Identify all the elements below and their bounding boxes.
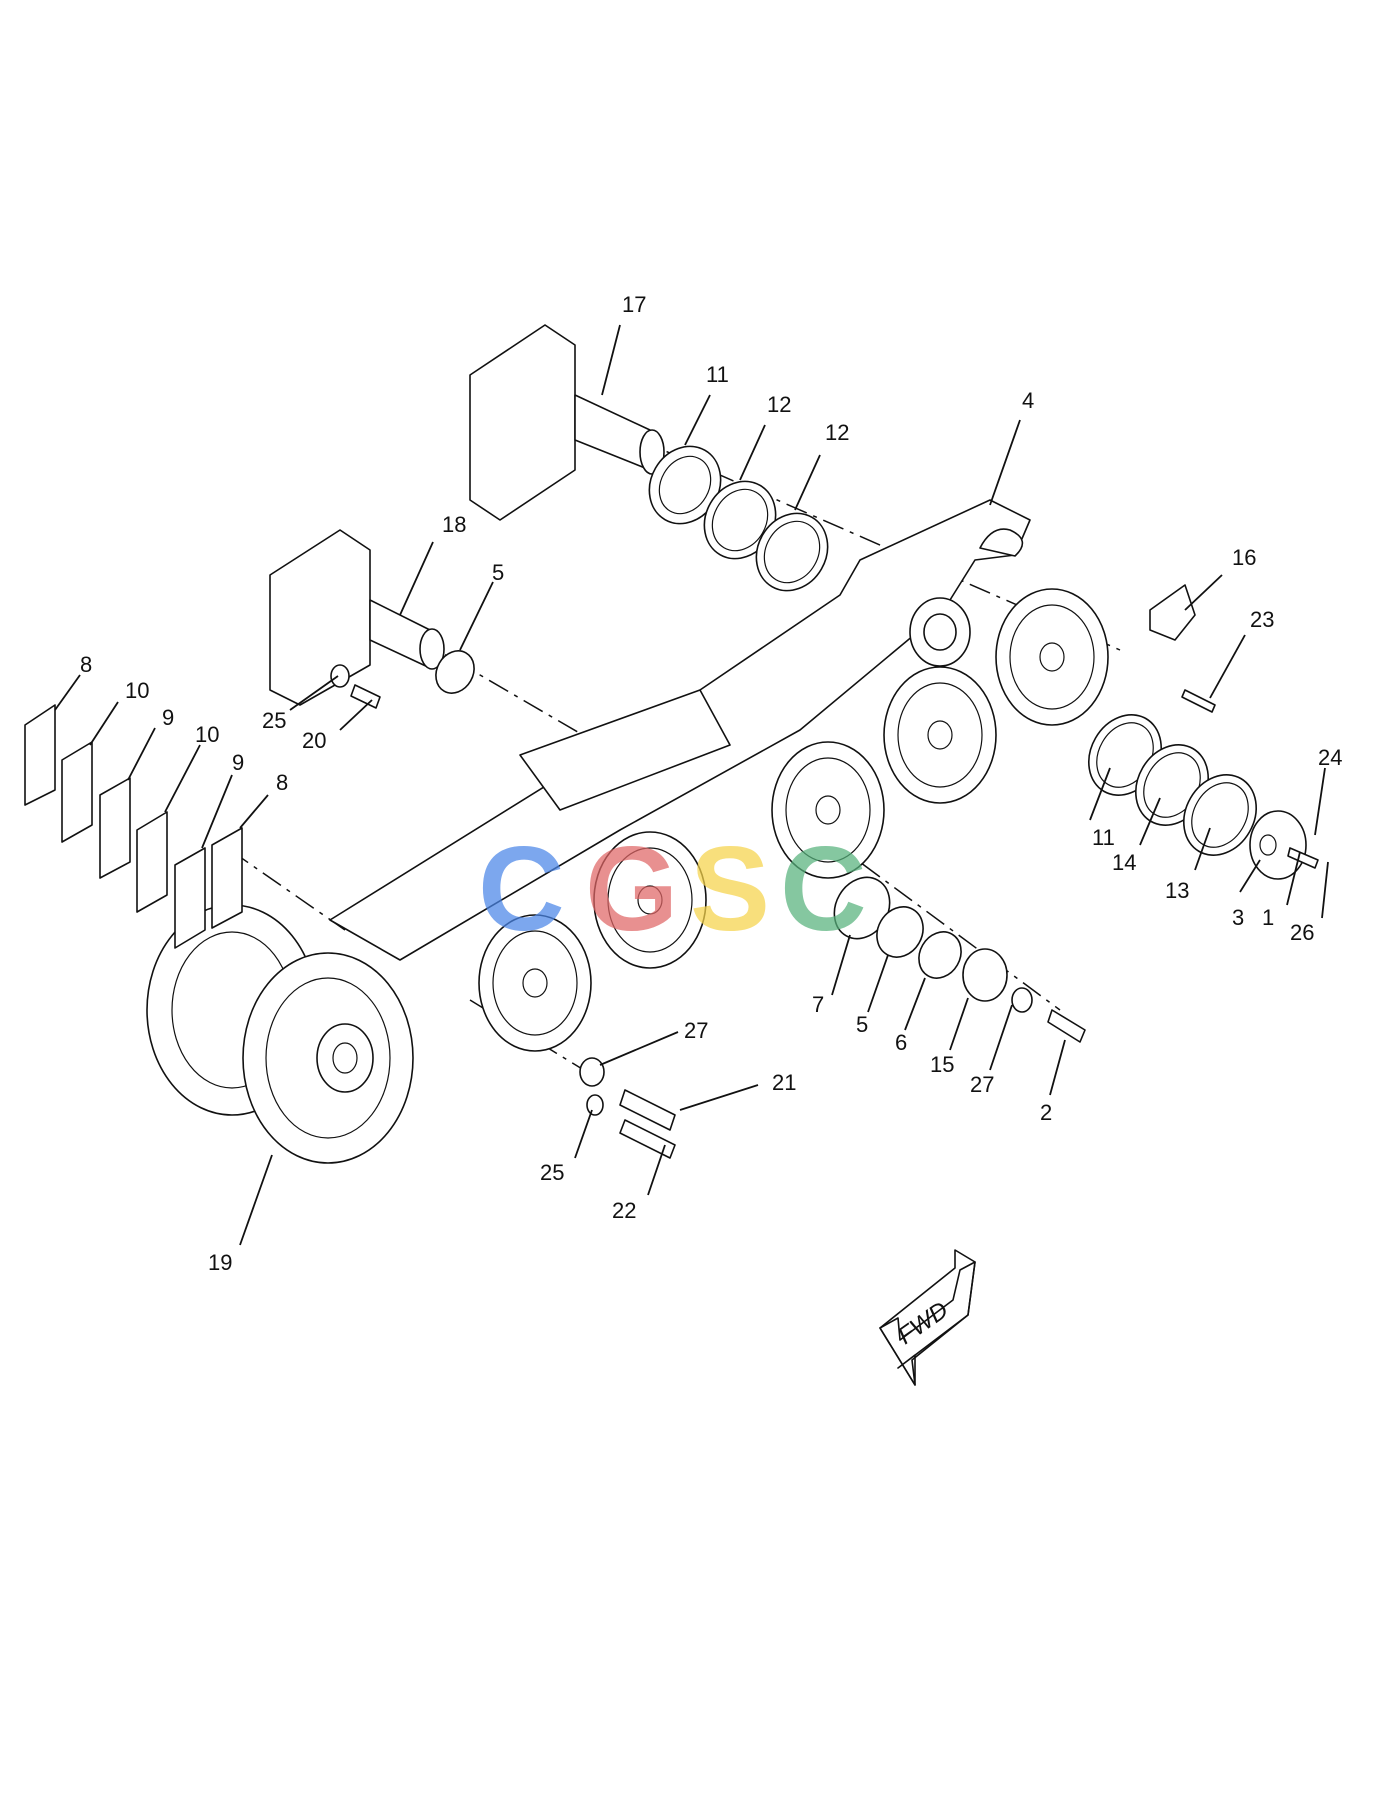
callout-5: 5	[856, 1012, 868, 1037]
callout-11: 11	[706, 362, 729, 387]
roller-wheel	[771, 741, 885, 879]
watermark-letter-c: C	[780, 822, 867, 956]
roller-wheel	[883, 666, 997, 804]
callout-23: 23	[1250, 607, 1274, 632]
pivot-shaft-upper	[469, 324, 665, 521]
callout-22: 22	[612, 1198, 636, 1223]
roller-wheel	[995, 588, 1109, 726]
watermark-letter-g: G	[585, 822, 678, 956]
callout-1: 1	[1262, 905, 1274, 930]
callout-27: 27	[970, 1072, 994, 1097]
washers-upper	[435, 445, 829, 694]
callout-2: 2	[1040, 1100, 1052, 1125]
callout-8: 8	[80, 652, 92, 677]
callouts: 17 11 12 12 4 18 5 16 23 8 10 9 10 9 8 2…	[80, 292, 1342, 1275]
watermark-letter-s: S	[690, 822, 770, 956]
callout-16: 16	[1232, 545, 1256, 570]
idler-wheel	[146, 904, 414, 1164]
callout-19: 19	[208, 1250, 232, 1275]
callout-8: 8	[276, 770, 288, 795]
washers-lower	[330, 664, 1033, 1116]
roller-wheel	[593, 831, 707, 969]
watermark-letter-c: C	[478, 822, 565, 956]
callout-9: 9	[162, 705, 174, 730]
callout-26: 26	[1290, 920, 1314, 945]
callout-13: 13	[1165, 878, 1189, 903]
callout-15: 15	[930, 1052, 954, 1077]
callout-10: 10	[195, 722, 219, 747]
roller-frame	[329, 499, 1031, 961]
callout-3: 3	[1232, 905, 1244, 930]
pivot-shaft-lower	[269, 529, 445, 706]
forward-direction-arrow: FWD	[879, 1249, 976, 1386]
callout-6: 6	[895, 1030, 907, 1055]
callout-25: 25	[262, 708, 286, 733]
callout-14: 14	[1112, 850, 1136, 875]
callout-10: 10	[125, 678, 149, 703]
roller-wheel	[478, 914, 592, 1052]
callout-12: 12	[825, 420, 849, 445]
callout-12: 12	[767, 392, 791, 417]
callout-21: 21	[772, 1070, 796, 1095]
callout-5: 5	[492, 560, 504, 585]
callout-17: 17	[622, 292, 646, 317]
callout-27: 27	[684, 1018, 708, 1043]
track-rollers	[478, 588, 1109, 1052]
shim-plates	[24, 704, 243, 949]
callout-20: 20	[302, 728, 326, 753]
callout-7: 7	[812, 992, 824, 1017]
watermark-logo: C G S C	[478, 822, 867, 956]
callout-25: 25	[540, 1160, 564, 1185]
callout-9: 9	[232, 750, 244, 775]
bolts	[350, 684, 1319, 1159]
callout-4: 4	[1022, 388, 1034, 413]
leader-lines	[54, 324, 1329, 1246]
callout-18: 18	[442, 512, 466, 537]
callout-11: 11	[1092, 825, 1115, 850]
callout-24: 24	[1318, 745, 1342, 770]
